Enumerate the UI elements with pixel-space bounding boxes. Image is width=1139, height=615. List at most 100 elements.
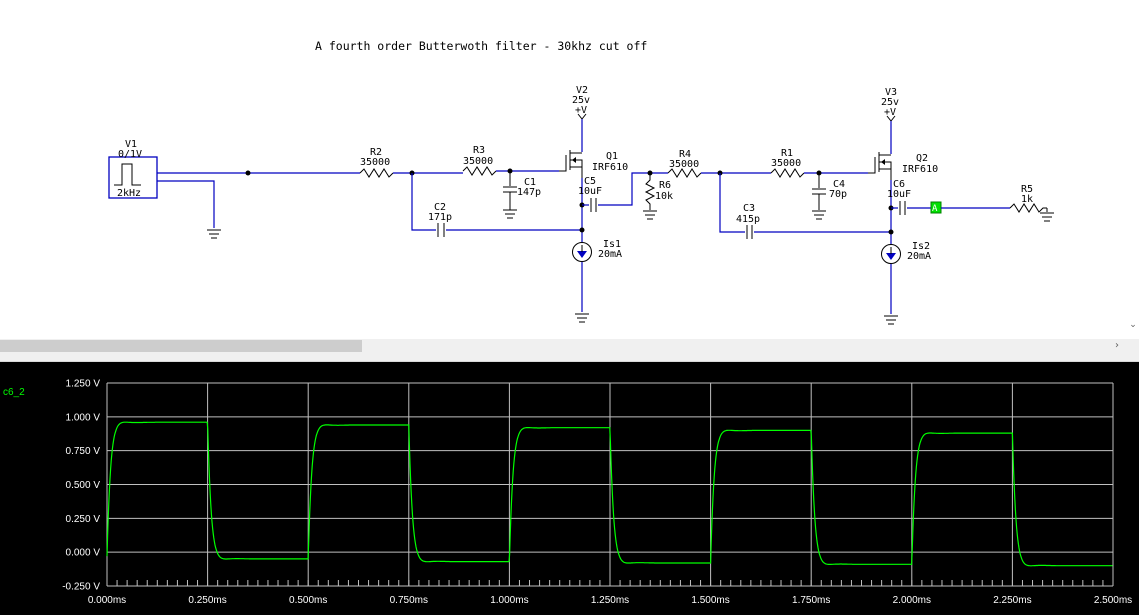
mosfet-q1[interactable]: Q1 IRF610	[559, 150, 628, 178]
resistor-r1[interactable]: R1 35000	[770, 148, 805, 178]
r5-name: R5	[1021, 184, 1033, 195]
v1-freq: 2kHz	[117, 188, 141, 199]
mosfet-q2[interactable]: Q2 IRF610	[868, 152, 938, 180]
trace-c6-2	[106, 421, 1113, 567]
y-tick-label: 1.250 V	[66, 379, 101, 390]
is1-value: 20mA	[598, 249, 622, 260]
is2-name: Is2	[912, 241, 930, 252]
capacitor-c3[interactable]: C3 415p	[736, 203, 760, 239]
supply-v3[interactable]: V3 25v +V	[881, 87, 899, 122]
resistor-r5[interactable]: R5 1k	[1009, 184, 1054, 222]
y-tick-label: 0.000 V	[66, 548, 101, 559]
y-tick-label: 0.750 V	[66, 446, 101, 457]
r6-name: R6	[659, 180, 671, 191]
y-axis-ticks: 1.250 V 1.000 V 0.750 V 0.500 V 0.250 V 0.000…	[62, 379, 100, 593]
y-tick-label: -0.250 V	[62, 582, 100, 593]
r4-name: R4	[679, 149, 691, 160]
c6-value: 10uF	[887, 189, 911, 200]
y-tick-label: 0.500 V	[66, 480, 101, 491]
pane-splitter[interactable]	[0, 353, 1139, 362]
x-tick-label: 1.250ms	[591, 595, 629, 606]
v2-name: V2	[576, 85, 588, 96]
current-source-is2[interactable]: Is2 20mA	[881, 241, 932, 264]
horizontal-scrollbar[interactable]: ›	[0, 339, 1139, 353]
grapher-panel[interactable]: c6_2 1.250 V 1.000 V 0.750 V 0.500 V 0.250 V…	[0, 362, 1139, 615]
x-tick-label: 2.000ms	[893, 595, 931, 606]
trace-legend: c6_2	[3, 387, 25, 398]
source-v1[interactable]: V1 0/1V 2kHz	[108, 139, 158, 199]
resistor-r6[interactable]: R6 10k	[643, 173, 673, 220]
x-axis-ticks: 0.000ms 0.250ms 0.500ms 0.750ms 1.000ms 1.250…	[88, 595, 1132, 606]
is2-value: 20mA	[907, 251, 931, 262]
schematic-title: A fourth order Butterwoth filter - 30khz…	[315, 39, 647, 53]
q1-value: IRF610	[592, 162, 628, 173]
is1-name: Is1	[603, 239, 621, 250]
c4-value: 70p	[829, 189, 847, 200]
c4-name: C4	[833, 179, 845, 190]
resistor-r3[interactable]: R3 35000	[462, 145, 497, 176]
c5-value: 10uF	[578, 186, 602, 197]
waveform-plot: c6_2 1.250 V 1.000 V 0.750 V 0.500 V 0.250 V…	[3, 379, 1132, 607]
r3-value: 35000	[463, 156, 493, 167]
x-tick-label: 1.000ms	[490, 595, 528, 606]
q1-name: Q1	[606, 151, 618, 162]
x-tick-label: 1.500ms	[691, 595, 729, 606]
x-tick-label: 0.750ms	[390, 595, 428, 606]
capacitor-c5[interactable]: C5 10uF	[578, 176, 602, 212]
c3-value: 415p	[736, 214, 760, 225]
supply-v2[interactable]: V2 25v +V	[572, 85, 590, 120]
capacitor-c6[interactable]: C6 10uF	[887, 179, 911, 215]
y-tick-label: 1.000 V	[66, 412, 101, 423]
y-tick-label: 0.250 V	[66, 514, 101, 525]
x-tick-label: 0.000ms	[88, 595, 126, 606]
ground-is2	[884, 315, 898, 325]
circuit-diagram: A fourth order Butterwoth filter - 30khz…	[108, 39, 1054, 325]
c2-value: 171p	[428, 212, 452, 223]
c3-name: C3	[743, 203, 755, 214]
ground-v1	[207, 229, 221, 239]
v3-symbol: +V	[884, 107, 896, 118]
x-tick-label: 0.250ms	[188, 595, 226, 606]
scroll-right-icon[interactable]: ›	[1115, 340, 1119, 351]
v2-symbol: +V	[575, 105, 587, 116]
current-source-is1[interactable]: Is1 20mA	[572, 239, 623, 262]
r6-value: 10k	[655, 191, 673, 202]
r4-value: 35000	[669, 159, 699, 170]
r3-name: R3	[473, 145, 485, 156]
c5-name: C5	[584, 176, 596, 187]
r5-value: 1k	[1021, 194, 1033, 205]
capacitor-c2[interactable]: C2 171p	[428, 202, 452, 237]
probe-a[interactable]: A	[930, 201, 942, 214]
capacitor-c1[interactable]: C1 147p	[503, 177, 541, 219]
probe-label: A	[932, 204, 938, 214]
ground-is1	[575, 313, 589, 323]
x-tick-label: 2.250ms	[993, 595, 1031, 606]
x-tick-label: 0.500ms	[289, 595, 327, 606]
q2-value: IRF610	[902, 164, 938, 175]
vertical-scrollbar[interactable]: ⌄	[1127, 0, 1139, 339]
schematic-canvas[interactable]: A fourth order Butterwoth filter - 30khz…	[0, 0, 1127, 339]
r1-value: 35000	[771, 158, 801, 169]
v2-value: 25v	[572, 95, 590, 106]
plot-grid	[106, 382, 1114, 587]
v3-value: 25v	[881, 97, 899, 108]
capacitor-c4[interactable]: C4 70p	[812, 179, 847, 220]
q2-name: Q2	[916, 153, 928, 164]
v1-value: 0/1V	[118, 149, 142, 160]
scroll-down-icon[interactable]: ⌄	[1129, 320, 1137, 330]
r2-value: 35000	[360, 157, 390, 168]
resistor-r2[interactable]: R2 35000	[359, 147, 394, 178]
r1-name: R1	[781, 148, 793, 159]
horizontal-scroll-thumb[interactable]	[0, 340, 362, 352]
v3-name: V3	[885, 87, 897, 98]
x-tick-label: 1.750ms	[792, 595, 830, 606]
v1-name: V1	[125, 139, 137, 150]
r2-name: R2	[370, 147, 382, 158]
c1-name: C1	[524, 177, 536, 188]
c1-value: 147p	[517, 187, 541, 198]
c2-name: C2	[434, 202, 446, 213]
x-tick-label: 2.500ms	[1094, 595, 1132, 606]
resistor-r4[interactable]: R4 35000	[667, 149, 702, 178]
c6-name: C6	[893, 179, 905, 190]
